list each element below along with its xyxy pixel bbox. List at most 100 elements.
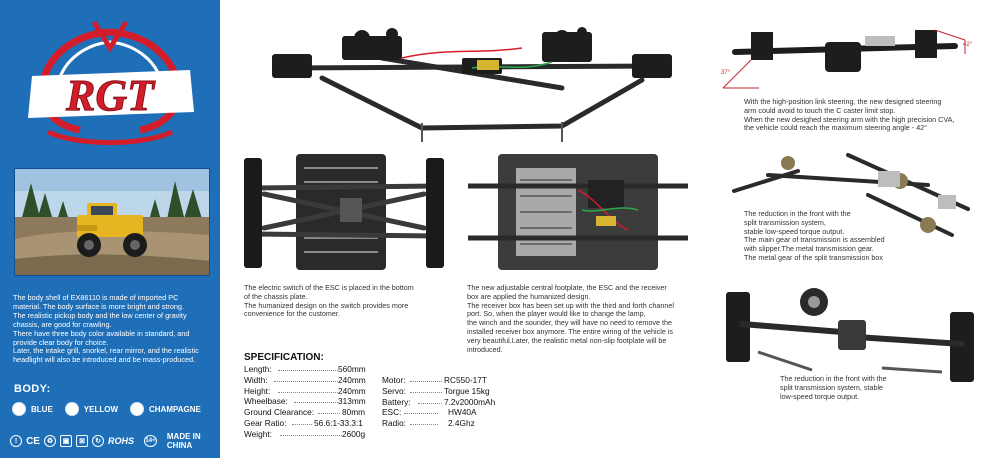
caption-line: split transmission system, stable	[780, 382, 884, 392]
spec-row-wheelbase: Wheelbase: 313mm	[244, 396, 368, 407]
recycle-arrows-icon: ↻	[92, 435, 105, 447]
spec-left-column: Length: 560mm Width: 240mm Height: 240mm…	[244, 364, 368, 440]
color-label: CHAMPAGNE	[149, 404, 201, 414]
body-heading: BODY:	[14, 383, 51, 395]
swatch-icon	[64, 402, 79, 416]
spec-title: SPECIFICATION:	[244, 352, 324, 363]
color-label: YELLOW	[83, 404, 118, 414]
caption-line: installed receiver box anymore. The enti…	[467, 326, 674, 336]
warning-icon: !	[10, 435, 22, 447]
spec-label: ESC:	[382, 407, 402, 418]
made-in-china: MADE IN CHINA	[166, 432, 201, 450]
caption-line: The new adjustable central footplate, th…	[467, 283, 667, 292]
rohs-icon: ROHS	[108, 436, 135, 446]
body-description: The body shell of EX86110 is made of imp…	[13, 293, 218, 365]
spec-value: 240mm	[338, 385, 366, 396]
caption-axles: The reduction in the front with the spli…	[780, 374, 930, 401]
sidebar: RGT The body shell of EX86110 is made of	[0, 0, 220, 458]
swatch-icon	[130, 402, 144, 416]
caption-line: The humanized design on the switch provi…	[244, 300, 409, 310]
spec-row-width: Width: 240mm	[244, 375, 368, 386]
color-option-blue: BLUE	[12, 402, 53, 416]
body-description-line: The realistic pickup body and the low ce…	[13, 310, 187, 320]
caption-line: with slipper.The metal transmission gear…	[744, 244, 874, 254]
spec-label: Length:	[244, 364, 272, 374]
spec-label: Weight:	[244, 428, 272, 439]
caption-line: The main gear of transmission is assembl…	[744, 235, 885, 245]
recycle-icon: ♻	[44, 435, 57, 447]
ce-mark-icon: CE	[26, 435, 40, 447]
spec-label: Radio:	[382, 418, 406, 429]
caption-line: the winch and the sounder, they will hav…	[467, 318, 672, 328]
steering-angle-right: 42°	[963, 42, 973, 48]
spec-value: RC550-17T	[444, 375, 487, 385]
body-description-line: The body shell of EX86110 is made of imp…	[13, 293, 179, 302]
spec-label: Servo:	[382, 385, 406, 396]
spec-value: Torgue 15kg	[444, 385, 490, 396]
caption-transmission-gear: The reduction in the front with the spli…	[744, 209, 924, 263]
caption-line: The reduction in the front with the	[744, 209, 851, 218]
spec-row-ground-clearance: Ground Clearance: 80mm	[244, 407, 368, 418]
spec-row-gear-ratio: Gear Ratio: 56.6:1-33.3:1	[244, 418, 368, 429]
caption-esc-switch: The electric switch of the ESC is placed…	[244, 283, 454, 319]
spec-value: 80mm	[342, 407, 366, 418]
color-option-champagne: CHAMPAGNE	[130, 402, 201, 416]
color-option-yellow: YELLOW	[64, 402, 118, 416]
spec-label: Ground Clearance:	[244, 407, 315, 418]
spec-label: Motor:	[382, 375, 406, 385]
caption-line: introduced.	[467, 344, 503, 354]
spec-label: Wheelbase:	[244, 396, 288, 407]
caption-line: split transmission system,	[744, 217, 826, 227]
caption-line: convenience for the customer.	[244, 309, 340, 319]
body-color-options: BLUE YELLOW CHAMPAGNE	[12, 402, 207, 416]
spec-value: 560mm	[338, 364, 366, 374]
spec-row-esc: ESC: HW40A	[382, 407, 522, 418]
axle-assembly-photo	[722, 272, 978, 384]
caption-line: The electric switch of the ESC is placed…	[244, 283, 414, 292]
swatch-icon	[12, 402, 26, 416]
spec-value: 7.2v2000mAh	[444, 396, 496, 407]
spec-row-battery: Battery: 7.2v2000mAh	[382, 397, 522, 408]
spec-row-motor: Motor: RC550-17T	[382, 375, 522, 386]
truck-photo	[14, 168, 210, 276]
spec-value: 56.6:1-33.3:1	[314, 417, 363, 428]
body-description-line: There have three body color available in…	[13, 328, 190, 338]
spec-row-radio: Radio: 2.4Ghz	[382, 418, 522, 429]
caption-line: With the high-position link steering, th…	[744, 97, 942, 106]
age-14-icon: 14+	[144, 435, 157, 447]
chassis-bottom-photo-2	[468, 150, 688, 274]
caption-line: The reduction in the front with the	[780, 374, 887, 383]
spec-label: Gear Ratio:	[244, 417, 287, 428]
body-description-line: Later, the intake grill, snorkel, rear m…	[13, 346, 199, 356]
rgt-logo: RGT	[28, 20, 194, 145]
body-description-line: provide clear body for choice.	[13, 337, 109, 347]
caption-line: When the new desighed steering arm with …	[744, 114, 955, 124]
spec-value: HW40A	[448, 407, 477, 418]
caption-line: arm could avoid to touch the C caster li…	[744, 105, 896, 115]
caption-line: of the chassis plate.	[244, 291, 308, 301]
caption-steering: With the high-position link steering, th…	[744, 97, 994, 133]
steering-angle-left: 37°	[721, 70, 731, 76]
spec-label: Height:	[244, 385, 271, 396]
spec-label: Battery:	[382, 396, 411, 407]
spec-value: 240mm	[338, 374, 366, 385]
color-label: BLUE	[31, 404, 53, 414]
driveshaft-photo	[728, 135, 976, 250]
caption-line: very beautiful.Later, the realistic meta…	[467, 335, 667, 345]
caption-line: port. So, when the player would like to …	[467, 309, 646, 319]
weee-bin-icon: ⊠	[76, 435, 89, 447]
body-description-line: chassis, are good for crawling.	[13, 319, 112, 329]
caption-line: low-speed torque output.	[780, 391, 860, 401]
caption-line: the vehicle could reach the maximum stee…	[744, 123, 928, 133]
spec-row-weight: Weight: 2600g	[244, 429, 368, 440]
caption-line: box are applied the humanized design.	[467, 291, 591, 301]
spec-row-length: Length: 560mm	[244, 364, 368, 375]
toy-safety-icon: ▣	[60, 435, 73, 447]
certification-row: ! CE ♻ ▣ ⊠ ↻ ROHS 14+ MADE IN CHINA	[10, 432, 220, 450]
spec-value: 2600g	[342, 428, 366, 439]
chassis-bottom-photo-1	[244, 148, 444, 274]
svg-text:RGT: RGT	[65, 71, 156, 120]
spec-value: 2.4Ghz	[448, 418, 475, 429]
caption-line: stable low-speed torque output.	[744, 226, 845, 236]
spec-row-servo: Servo: Torgue 15kg	[382, 386, 522, 397]
